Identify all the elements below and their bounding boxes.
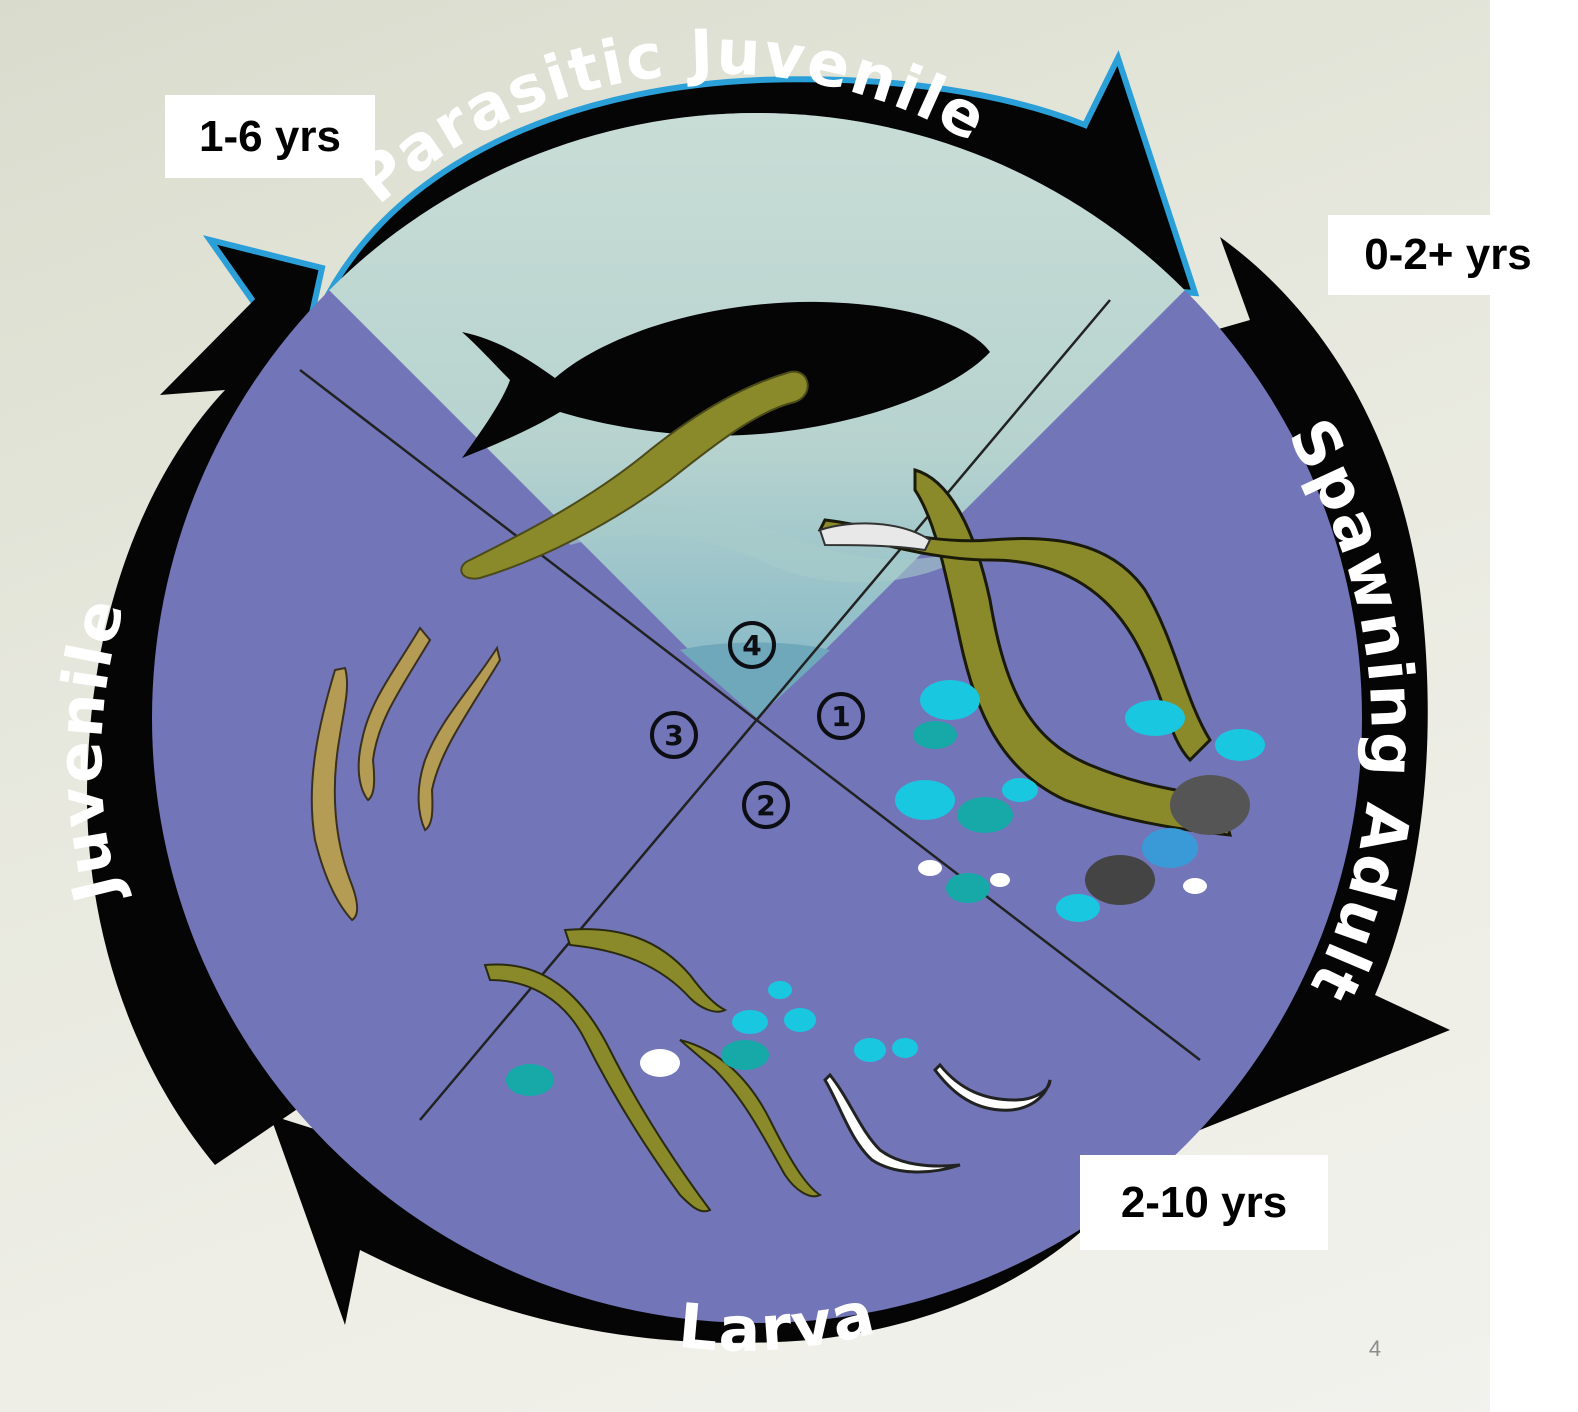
svg-text:1: 1 <box>831 700 850 733</box>
duration-larva: 2-10 yrs <box>1080 1155 1328 1250</box>
duration-parasitic: 1-6 yrs <box>165 95 375 178</box>
duration-spawning: 0-2+ yrs <box>1328 215 1568 295</box>
slide-number: 4 <box>1360 1336 1390 1362</box>
svg-text:3: 3 <box>664 719 683 752</box>
svg-text:4: 4 <box>742 629 761 662</box>
svg-text:2: 2 <box>756 789 775 822</box>
